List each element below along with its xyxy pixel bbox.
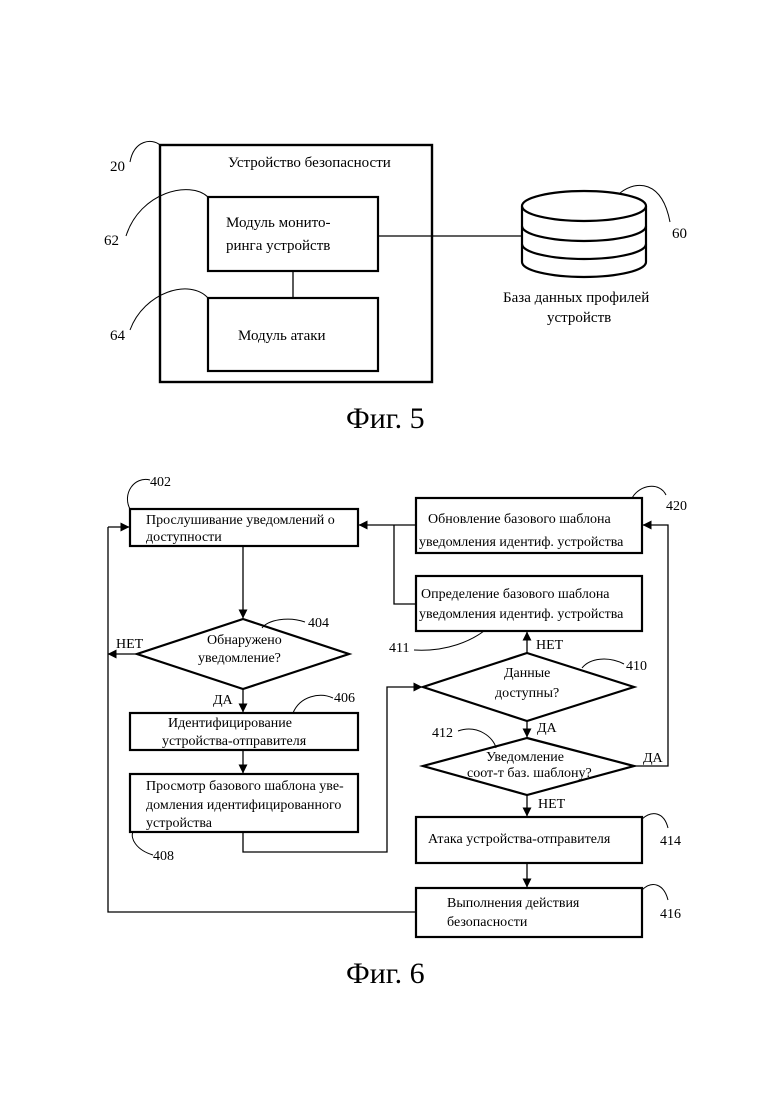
detected-no-label: НЕТ [116, 637, 144, 652]
update-label-line2: уведомления идентиф. устройства [419, 535, 624, 550]
listen-label-line2: доступности [146, 530, 222, 545]
ref-402: 402 [150, 475, 171, 490]
attack-module-label: Модуль атаки [238, 328, 326, 344]
ref-416-leader [642, 885, 668, 900]
determine-box [416, 576, 642, 631]
arrow-matches-yes-to-update [634, 525, 668, 766]
arrow-determine-to-update [394, 525, 416, 604]
security-action-label-line1: Выполнения действия [447, 896, 580, 911]
review-label-line1: Просмотр базового шаблона уве- [146, 779, 344, 794]
monitoring-module-label-line1: Модуль монито- [226, 215, 330, 231]
fig5-diagram: Устройство безопасности Модуль монито- р… [104, 141, 687, 435]
ref-412: 412 [432, 726, 453, 741]
matches-yes-label: ДА [643, 751, 664, 766]
ref-420-leader [632, 486, 666, 498]
ref-62-leader [126, 190, 208, 236]
fig5-caption: Фиг. 5 [346, 402, 425, 435]
ref-60: 60 [672, 226, 687, 242]
ref-408-leader [132, 832, 153, 855]
ref-412-leader [458, 729, 496, 748]
fig6-flowchart: Прослушивание уведомлений о доступности … [108, 475, 687, 990]
data-available-no-label: НЕТ [536, 638, 564, 653]
update-label-line1: Обновление базового шаблона [428, 512, 611, 527]
ref-62: 62 [104, 233, 119, 249]
data-available-label-line2: доступны? [495, 686, 559, 701]
ref-420: 420 [666, 499, 687, 514]
review-label-line3: устройства [146, 816, 213, 831]
ref-20-leader [130, 141, 160, 162]
ref-64-leader [130, 289, 208, 330]
attack-label: Атака устройства-отправителя [428, 832, 611, 847]
monitoring-module-box [208, 197, 378, 271]
ref-406: 406 [334, 691, 355, 706]
ref-410-leader [582, 659, 624, 668]
ref-404: 404 [308, 616, 329, 631]
matches-label-line1: Уведомление [486, 750, 564, 765]
data-available-yes-label: ДА [537, 721, 558, 736]
detected-yes-label: ДА [213, 693, 234, 708]
matches-label-line2: соот-т баз. шаблону? [467, 766, 592, 781]
matches-no-label: НЕТ [538, 797, 566, 812]
data-available-label-line1: Данные [504, 666, 550, 681]
ref-408: 408 [153, 849, 174, 864]
profile-db-label-line1: База данных профилей [503, 290, 649, 306]
fig6-caption: Фиг. 6 [346, 957, 425, 990]
security-device-title: Устройство безопасности [228, 155, 391, 171]
detected-label-line1: Обнаружено [207, 633, 282, 648]
ref-416: 416 [660, 907, 681, 922]
ref-411: 411 [389, 641, 409, 656]
monitoring-module-label-line2: ринга устройств [226, 238, 330, 254]
ref-414-leader [642, 814, 668, 828]
determine-label-line1: Определение базового шаблона [421, 587, 610, 602]
ref-402-leader [127, 479, 150, 509]
identify-label-line2: устройства-отправителя [162, 734, 307, 749]
ref-406-leader [293, 695, 333, 713]
ref-20: 20 [110, 159, 125, 175]
profile-db-label-line2: устройств [547, 310, 611, 326]
security-action-label-line2: безопасности [447, 915, 528, 930]
identify-label-line1: Идентифицирование [168, 716, 292, 731]
review-label-line2: домления идентифицированного [146, 798, 341, 813]
detected-label-line2: уведомление? [198, 651, 281, 666]
ref-64: 64 [110, 328, 126, 344]
listen-label-line1: Прослушивание уведомлений о [146, 513, 335, 528]
ref-410: 410 [626, 659, 647, 674]
determine-label-line2: уведомления идентиф. устройства [419, 607, 624, 622]
ref-414: 414 [660, 834, 681, 849]
database-cylinder-icon [522, 191, 646, 277]
ref-411-leader [414, 631, 484, 650]
